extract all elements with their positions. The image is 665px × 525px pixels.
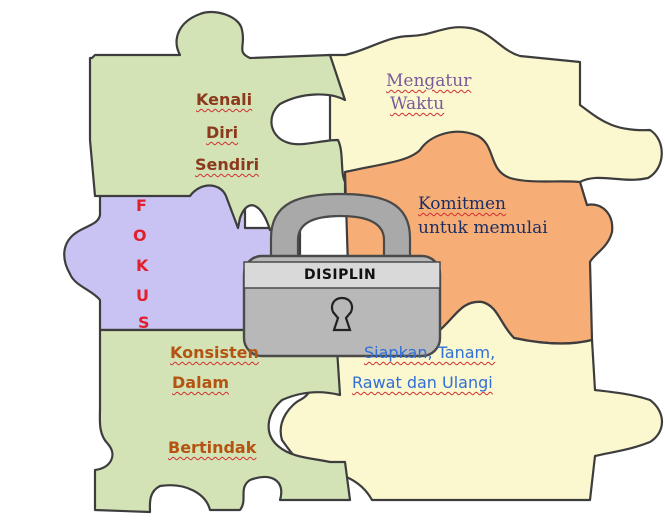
- label-rawat-ulangi: Rawat dan Ulangi: [352, 373, 493, 392]
- label-fokus-o: O: [133, 226, 147, 245]
- label-kenali: Kenali: [196, 90, 253, 109]
- label-fokus-k: K: [136, 256, 149, 275]
- label-diri: Diri: [206, 123, 239, 142]
- label-fokus-s: S: [138, 313, 150, 332]
- padlock-shackle: [269, 192, 412, 262]
- padlock-icon: [242, 192, 442, 358]
- padlock-keyhole: [330, 296, 354, 332]
- lock-label: DISIPLIN: [304, 267, 377, 283]
- label-waktu: Waktu: [390, 94, 445, 114]
- label-komitmen: Komitmen: [418, 194, 506, 214]
- label-sendiri: Sendiri: [195, 155, 260, 174]
- piece-kenali-diri: [88, 10, 347, 232]
- label-untuk-memulai: untuk memulai: [418, 218, 548, 238]
- label-bertindak: Bertindak: [168, 438, 257, 457]
- padlock-label-band: [243, 261, 441, 289]
- piece-fokus: [63, 183, 302, 332]
- label-fokus-f: F: [136, 196, 147, 215]
- label-dalam: Dalam: [172, 373, 230, 392]
- label-konsisten: Konsisten: [170, 343, 259, 362]
- label-siapkan-tanam: Siapkan, Tanam,: [364, 343, 496, 362]
- label-mengatur: Mengatur: [386, 71, 472, 91]
- label-fokus-u: U: [136, 286, 149, 305]
- piece-konsisten: [93, 316, 352, 514]
